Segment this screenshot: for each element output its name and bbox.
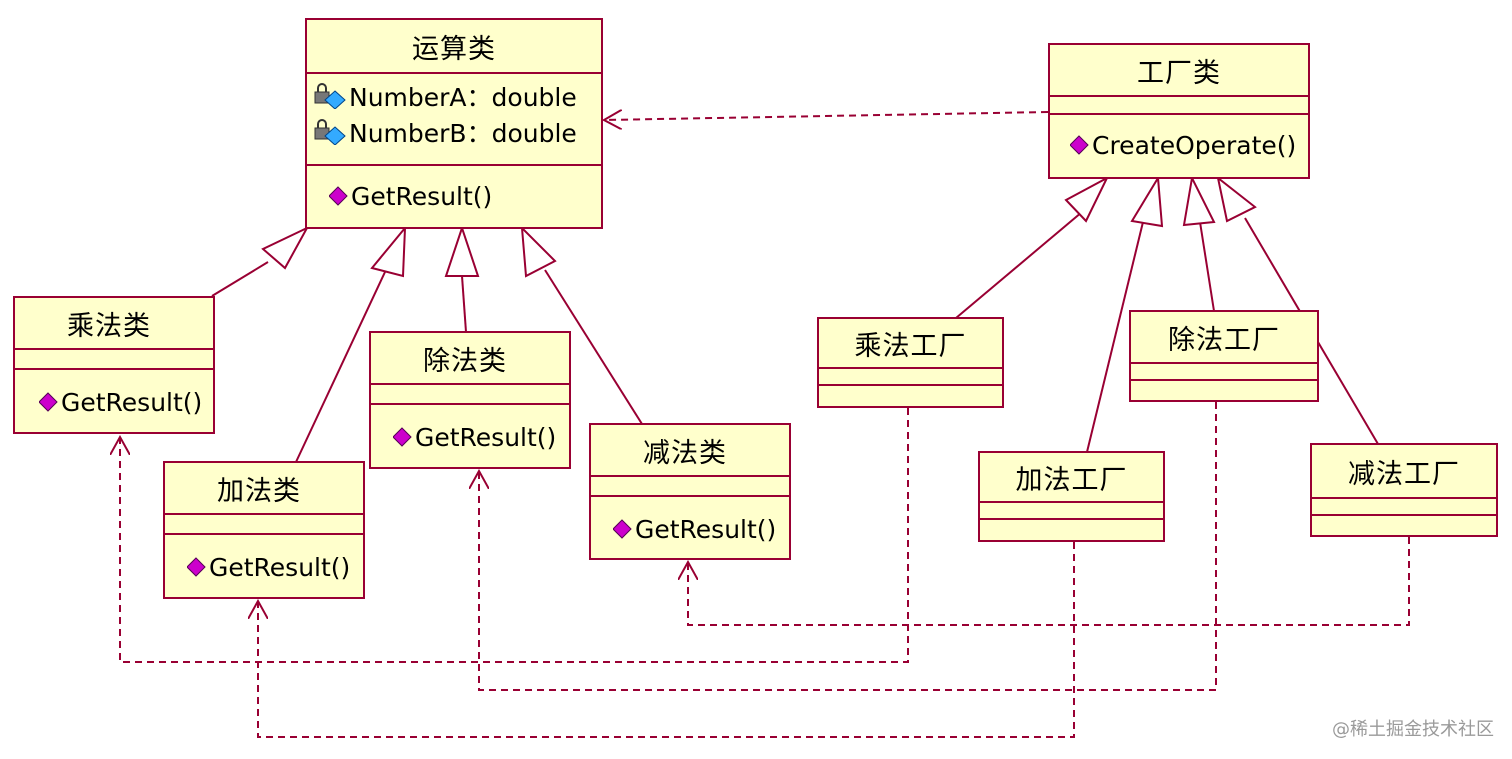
- inherit-add-line: [295, 271, 386, 463]
- class-add-factory-name: 加法工厂: [1015, 464, 1128, 496]
- watermark: @稀土掘金技术社区: [1332, 719, 1494, 740]
- class-operation-methods: GetResult(): [307, 164, 601, 227]
- triangle-divfactory: [1182, 174, 1216, 227]
- inherit-sub-line: [544, 269, 643, 425]
- class-mul-attributes: [15, 348, 213, 368]
- inheritance-arrowheads: [261, 174, 1257, 278]
- class-sub-factory[interactable]: 减法工厂: [1310, 443, 1498, 537]
- class-factory[interactable]: 工厂类 CreateOperate(): [1048, 43, 1310, 179]
- class-mul-factory-methods: [819, 384, 1002, 404]
- inherit-div-line: [461, 275, 467, 333]
- inherit-divfactory-line: [1199, 221, 1215, 312]
- inheritance-lines: [211, 211, 1379, 463]
- class-mul-factory[interactable]: 乘法工厂: [817, 317, 1004, 408]
- attribute-row: NumberB：double: [313, 114, 601, 150]
- method-text: GetResult(): [61, 387, 203, 417]
- class-mul-methods: GetResult(): [15, 368, 213, 432]
- public-method-icon: [1070, 135, 1089, 155]
- public-method-icon: [613, 519, 632, 539]
- class-operation-name: 运算类: [412, 33, 496, 65]
- method-row: GetResult(): [329, 178, 601, 214]
- class-factory-methods: CreateOperate(): [1050, 113, 1308, 177]
- depend-subfactory-sub: [688, 537, 1410, 626]
- public-method-icon: [187, 557, 206, 577]
- public-method-icon: [329, 186, 348, 206]
- class-factory-name: 工厂类: [1137, 57, 1221, 89]
- depend-factory-operation: [604, 112, 1049, 120]
- dependency-lines: [120, 112, 1410, 738]
- class-add-methods: GetResult(): [165, 533, 363, 597]
- class-sub[interactable]: 减法类 GetResult(): [589, 423, 791, 560]
- triangle-subfactory: [1216, 175, 1257, 223]
- method-row: GetResult(): [613, 511, 789, 547]
- class-div-attributes: [371, 383, 569, 403]
- class-operation-attributes: NumberA：double NumberB：double: [307, 72, 601, 164]
- class-add-factory-methods: [980, 518, 1163, 538]
- class-add-attributes: [165, 513, 363, 533]
- class-operation[interactable]: 运算类 NumberA：double NumberB：double GetRes…: [305, 18, 603, 229]
- method-text: GetResult(): [635, 514, 777, 544]
- class-factory-attributes: [1050, 95, 1308, 113]
- method-text: GetResult(): [351, 181, 493, 211]
- class-div-factory[interactable]: 除法工厂: [1129, 310, 1319, 402]
- class-add-factory[interactable]: 加法工厂: [978, 451, 1165, 542]
- class-sub-factory-name: 减法工厂: [1348, 458, 1460, 490]
- private-attribute-icon: [314, 119, 346, 145]
- class-mul-name: 乘法类: [67, 310, 151, 342]
- attribute-text: NumberB：double: [349, 119, 577, 148]
- class-sub-factory-methods: [1312, 514, 1496, 533]
- class-sub-factory-attributes: [1312, 497, 1496, 514]
- class-div-name: 除法类: [423, 345, 507, 377]
- method-text: GetResult(): [209, 552, 351, 582]
- depend-divfactory-div: [479, 402, 1217, 691]
- triangle-add: [370, 225, 407, 278]
- inherit-mul-line: [211, 261, 269, 297]
- class-add-name: 加法类: [217, 475, 301, 507]
- method-text: CreateOperate(): [1092, 130, 1297, 160]
- method-row: GetResult(): [393, 419, 569, 455]
- class-mul[interactable]: 乘法类 GetResult(): [13, 296, 215, 434]
- class-div-factory-attributes: [1131, 362, 1317, 379]
- class-mul-factory-name: 乘法工厂: [854, 330, 967, 362]
- class-add-factory-attributes: [980, 501, 1163, 518]
- triangle-addfactory: [1130, 174, 1164, 228]
- class-div[interactable]: 除法类 GetResult(): [369, 331, 571, 469]
- attribute-row: NumberA：double: [313, 78, 601, 114]
- class-mul-factory-attributes: [819, 367, 1002, 384]
- method-row: GetResult(): [39, 384, 213, 420]
- class-sub-methods: GetResult(): [591, 495, 789, 558]
- class-sub-name: 减法类: [643, 437, 727, 469]
- method-row: GetResult(): [187, 549, 363, 585]
- triangle-mul: [261, 225, 310, 270]
- triangle-sub: [520, 225, 557, 278]
- attribute-text: NumberA：double: [349, 83, 577, 112]
- private-attribute-icon: [314, 83, 346, 109]
- depend-addfactory-add: [258, 542, 1075, 738]
- method-text: GetResult(): [415, 422, 557, 452]
- depend-mulfactory-mul: [120, 408, 909, 663]
- class-div-factory-name: 除法工厂: [1168, 324, 1280, 356]
- public-method-icon: [39, 392, 58, 412]
- class-add[interactable]: 加法类 GetResult(): [163, 461, 365, 599]
- class-div-factory-methods: [1131, 379, 1317, 398]
- public-method-icon: [393, 427, 412, 447]
- triangle-mulfactory: [1064, 175, 1110, 223]
- class-sub-attributes: [591, 475, 789, 495]
- inherit-addfactory-line: [1086, 221, 1144, 453]
- method-row: CreateOperate(): [1070, 127, 1308, 163]
- triangle-div: [444, 224, 480, 277]
- class-div-methods: GetResult(): [371, 403, 569, 467]
- inherit-mulfactory-line: [955, 211, 1083, 319]
